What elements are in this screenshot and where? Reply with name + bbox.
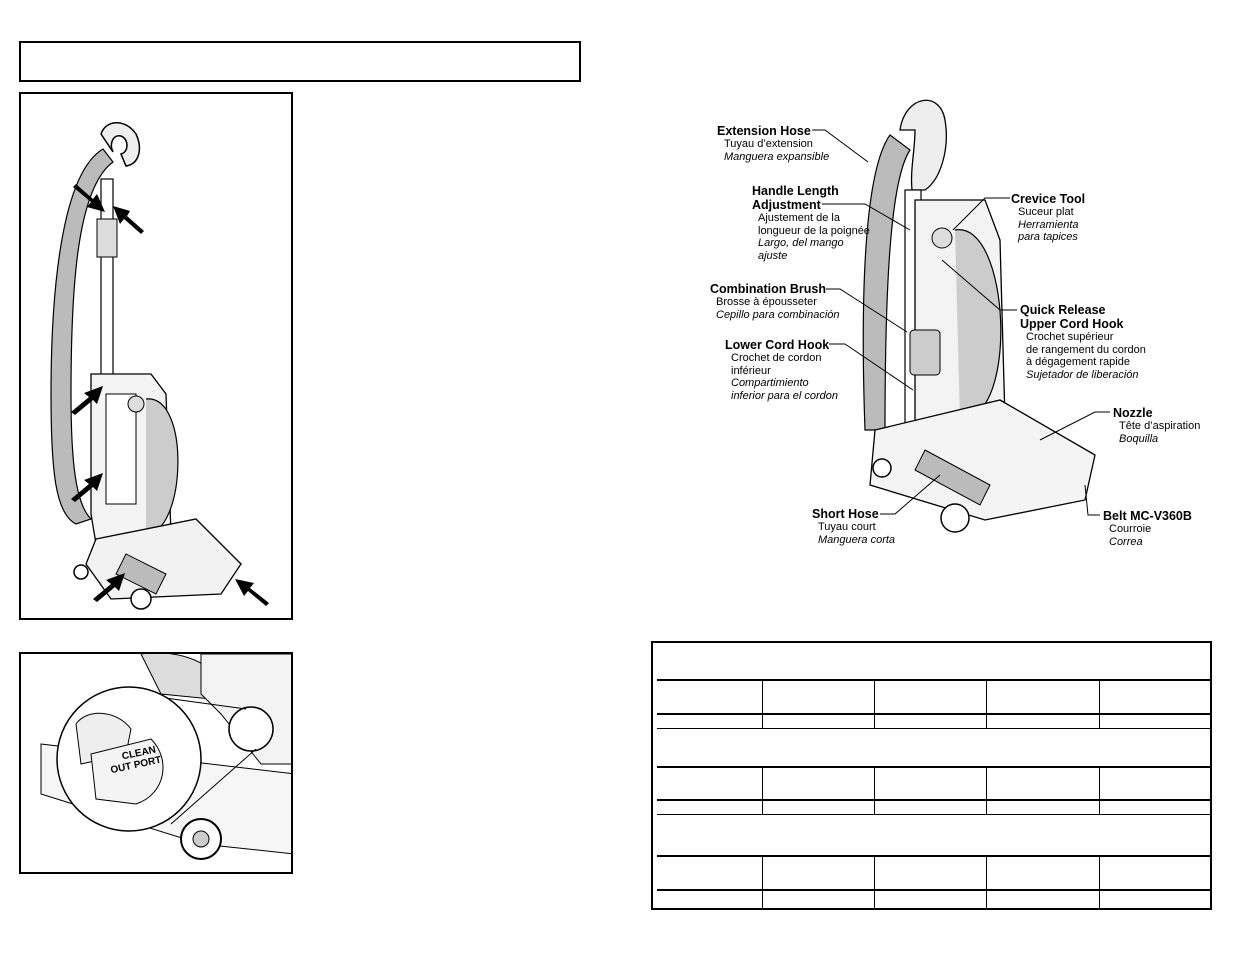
label-quick-release: Quick Release Upper Cord Hook Crochet su… (1020, 303, 1146, 381)
table-rule (657, 679, 1210, 681)
table-col (1099, 679, 1100, 729)
table-col (1099, 766, 1100, 815)
table-col (1099, 855, 1100, 908)
table-rule (657, 713, 1210, 715)
label-extension-hose: Extension Hose Tuyau d’extension Manguer… (717, 124, 830, 163)
table-rule (657, 889, 1210, 891)
parts-table (651, 641, 1212, 910)
label-combination-brush: Combination Brush Brosse à épousseter Ce… (710, 282, 840, 321)
table-col (762, 766, 763, 815)
table-rule (657, 814, 1210, 815)
clean-out-port-illustration (40, 654, 291, 860)
table-col (762, 855, 763, 908)
label-nozzle: Nozzle Tête d’aspiration Boquilla (1113, 406, 1201, 445)
parts-diagram: Extension Hose Tuyau d’extension Manguer… (700, 90, 1220, 560)
table-col (874, 855, 875, 908)
table-rule (657, 799, 1210, 801)
figure-vacuum-arrows (19, 92, 293, 620)
header-box (19, 41, 581, 82)
label-handle-length: Handle Length Adjustment Ajustement de l… (752, 184, 870, 262)
table-col (874, 766, 875, 815)
table-col (986, 855, 987, 908)
figure-clean-out-port: CLEAN OUT PORT (19, 652, 293, 874)
label-short-hose: Short Hose Tuyau court Manguera corta (812, 507, 896, 546)
table-rule (657, 855, 1210, 857)
vacuum-parts-illustration (812, 99, 1110, 533)
label-crevice-tool: Crevice Tool Suceur plat Herramienta par… (1011, 192, 1086, 243)
table-col (986, 679, 987, 729)
table-rule (657, 728, 1210, 729)
table-col (874, 679, 875, 729)
vacuum-illustration (50, 122, 269, 610)
table-col (986, 766, 987, 815)
table-col (762, 679, 763, 729)
table-rule (657, 766, 1210, 768)
label-belt: Belt MC-V360B Courroie Correa (1103, 509, 1192, 548)
label-lower-cord-hook: Lower Cord Hook Crochet de cordon inféri… (725, 338, 839, 402)
